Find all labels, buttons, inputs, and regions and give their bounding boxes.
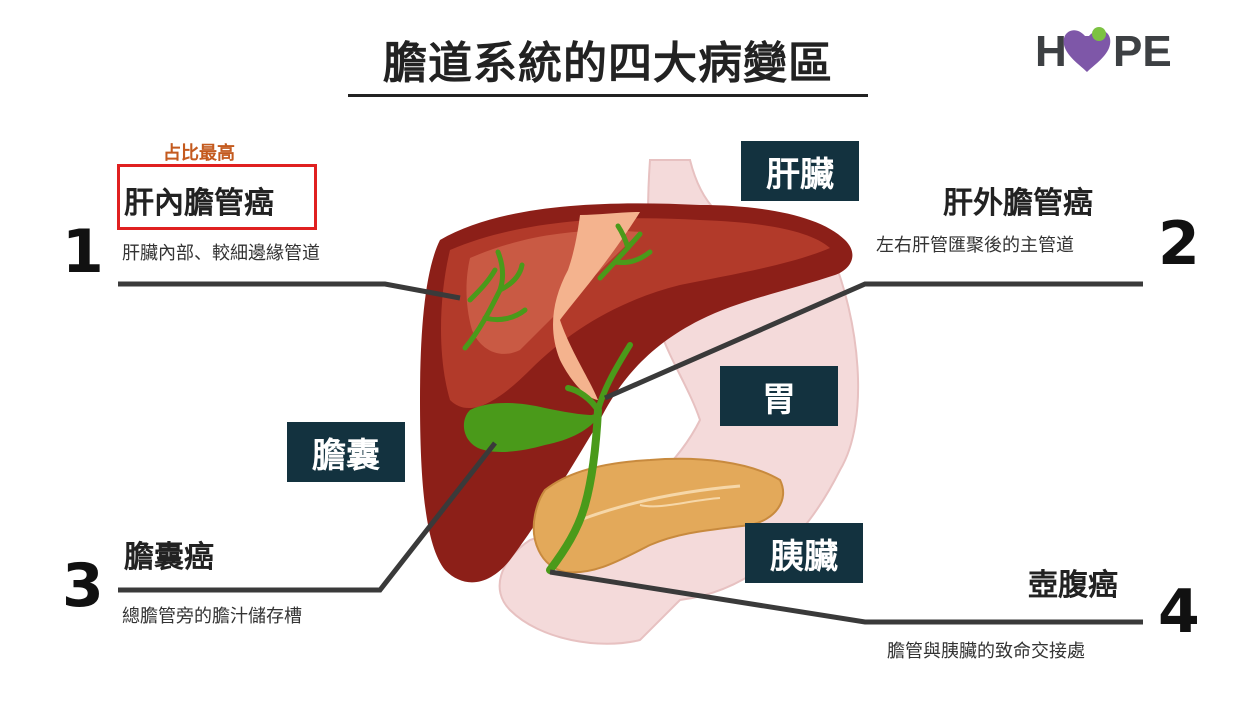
region-4-number: 4 xyxy=(1158,577,1200,647)
pointer-line-1 xyxy=(118,281,461,301)
stomach-tag: 胃 xyxy=(720,366,838,426)
falciform-ligament xyxy=(553,212,640,400)
hepatic-duct xyxy=(595,342,633,413)
pointer-line-3 xyxy=(118,441,497,593)
svg-text:H: H xyxy=(1035,27,1067,76)
region-3-number: 3 xyxy=(62,551,104,621)
gallbladder-shape xyxy=(463,403,600,452)
region-2-title: 肝外膽管癌 xyxy=(943,186,1093,221)
region-4-title: 壺腹癌 xyxy=(1028,568,1118,603)
highlight-box xyxy=(117,164,317,230)
pancreas-tag: 胰臟 xyxy=(745,523,863,583)
region-1-desc: 肝臟內部、較細邊緣管道 xyxy=(122,243,320,264)
region-4-desc: 膽管與胰臟的致命交接處 xyxy=(887,641,1085,662)
region-3-title: 膽囊癌 xyxy=(124,540,214,575)
region-1-title: 肝內膽管癌 xyxy=(124,186,274,221)
pointer-line-2 xyxy=(603,281,1143,401)
hope-logo: H PE xyxy=(1035,27,1172,76)
highest-share-note: 占比最高 xyxy=(163,143,235,164)
region-2-number: 2 xyxy=(1158,209,1200,279)
intrahepatic-ducts-left xyxy=(462,249,528,351)
liver-tag: 肝臟 xyxy=(741,141,859,201)
gallbladder-tag: 膽囊 xyxy=(287,422,405,482)
region-3-desc: 總膽管旁的膽汁儲存槽 xyxy=(122,606,302,627)
pointer-line-4 xyxy=(549,569,1143,625)
svg-text:PE: PE xyxy=(1113,27,1172,76)
common-bile-duct xyxy=(546,406,602,574)
page-title: 膽道系統的四大病變區 xyxy=(348,38,868,97)
region-2-desc: 左右肝管匯聚後的主管道 xyxy=(876,235,1074,256)
region-1-number: 1 xyxy=(62,217,104,287)
intrahepatic-ducts-right xyxy=(597,223,653,281)
